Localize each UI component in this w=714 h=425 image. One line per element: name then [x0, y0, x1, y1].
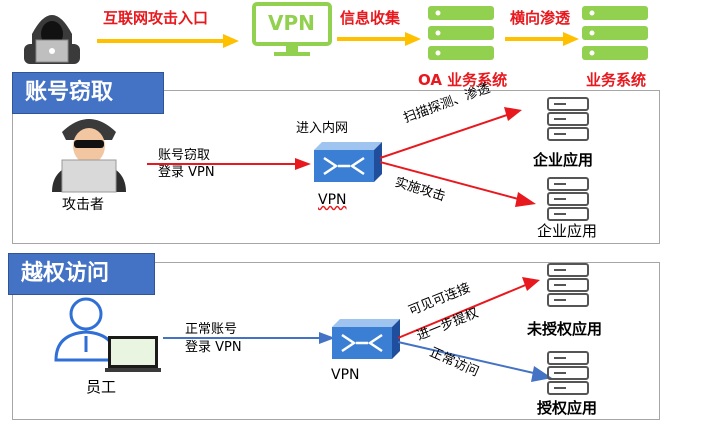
enterprise-app-server-icon — [547, 177, 589, 221]
unauthorized-app-server-icon — [547, 263, 589, 307]
hacker-icon — [24, 15, 80, 64]
attacker-label: 攻击者 — [62, 197, 104, 213]
edge-attacker-to-vpn — [147, 158, 311, 170]
panel-tag-account-theft: 账号窃取 — [12, 72, 164, 114]
enterprise-app-label-1: 企业应用 — [533, 151, 594, 169]
unauthorized-app-label: 未授权应用 — [527, 320, 603, 338]
edge-vpn-to-app1 — [379, 107, 522, 159]
flow-arrow-2 — [337, 32, 421, 46]
edge-employee-to-vpn — [163, 332, 335, 344]
edge-vpn-to-app2 — [379, 161, 536, 207]
vpn-label-2: VPN — [331, 367, 360, 383]
edge-label-theft-1: 账号窃取 — [158, 148, 211, 163]
biz-system-label: 业务系统 — [586, 71, 647, 89]
vpn-label-1: VPN — [318, 192, 347, 208]
authorized-app-label: 授权应用 — [537, 399, 598, 417]
enterprise-app-label-2: 企业应用 — [537, 222, 598, 240]
flow-arrow-1 — [97, 34, 239, 48]
oa-system-label: OA 业务系统 — [418, 71, 508, 89]
edge-vpn-to-unauth — [397, 277, 540, 339]
enter-intranet-label: 进入内网 — [296, 121, 349, 136]
vpn-monitor-icon — [252, 2, 332, 56]
authorized-app-server-icon — [547, 351, 589, 395]
edge-label-normal-1: 正常账号 — [185, 322, 238, 337]
flow-step-info-collect: 信息收集 — [340, 9, 401, 27]
vpn-device-icon — [314, 142, 382, 182]
attacker-icon — [52, 119, 126, 193]
flow-vpn-label: VPN — [268, 11, 315, 35]
edge-vpn-to-auth — [397, 341, 552, 382]
enterprise-app-server-icon — [547, 97, 589, 141]
panel-tag-privilege: 越权访问 — [8, 253, 155, 295]
edge-label-theft-2: 登录 VPN — [158, 165, 215, 180]
vpn-device-icon — [332, 319, 400, 359]
edge-label-normal-2: 登录 VPN — [185, 340, 242, 355]
employee-label: 员工 — [86, 378, 117, 396]
flow-arrow-3 — [505, 32, 579, 46]
biz-server-icon — [582, 6, 648, 60]
oa-server-icon — [428, 6, 494, 60]
flow-step-internet-entry: 互联网攻击入口 — [103, 9, 209, 27]
flow-step-lateral: 横向渗透 — [510, 9, 571, 27]
employee-icon — [54, 297, 161, 372]
